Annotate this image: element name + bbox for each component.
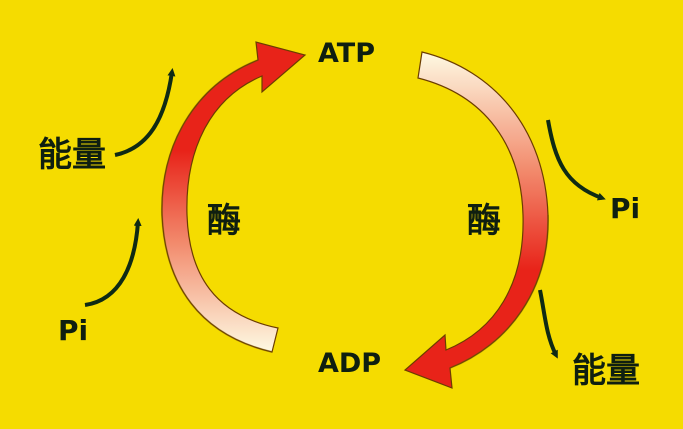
pi-label-left: Pi [58,314,88,347]
synthesis-arrow [160,41,307,353]
energy-label-right: 能量 [572,351,640,391]
energy-in-arrow [114,68,176,157]
pi-label-right: Pi [610,192,640,225]
energy-out-arrow [538,289,558,359]
enzyme-label-left: 酶 [207,201,241,241]
energy-label-left: 能量 [38,135,106,175]
pi-in-arrow [84,218,142,307]
adp-label: ADP [318,348,381,379]
hydrolysis-arrow [403,51,550,389]
pi-out-arrow [546,119,606,201]
atp-label: ATP [318,38,375,69]
enzyme-label-right: 酶 [467,201,501,241]
